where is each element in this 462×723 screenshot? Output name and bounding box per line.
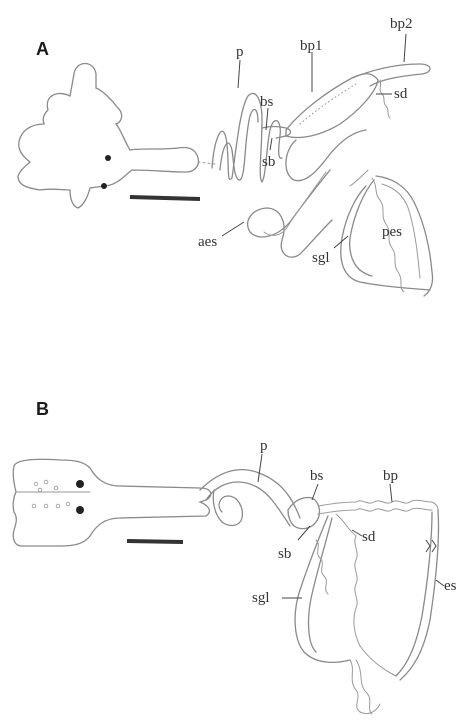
panel-b: B	[13, 399, 456, 714]
panel-b-es-tube	[400, 510, 439, 680]
panel-b-tail	[350, 660, 380, 714]
panel-b-label-sd: sd	[362, 529, 376, 545]
panel-a-eye-upper	[105, 155, 111, 161]
panel-a-leader-p	[238, 60, 240, 88]
panel-a-label-sgl: sgl	[312, 250, 330, 266]
panel-b-leader-es	[436, 580, 444, 586]
panel-b-scale-bar	[127, 541, 183, 542]
panel-b-letter: B	[36, 399, 49, 419]
panel-a-label-sd: sd	[394, 86, 408, 102]
panel-b-penis-loop	[213, 490, 242, 525]
panel-a-label-bp2: bp2	[390, 16, 413, 32]
panel-a-sgl-outer	[350, 180, 374, 276]
panel-b-leader-bs	[312, 484, 318, 500]
panel-b-tail-2	[356, 660, 372, 714]
panel-b-tail-join	[360, 646, 396, 676]
panel-b-es-tube-inner	[396, 512, 432, 676]
panel-a-penis-coil-inner	[220, 109, 258, 180]
panel-b-label-bp: bp	[383, 468, 398, 484]
panel-b-es-break-1	[426, 540, 430, 552]
panel-b-label-bs: bs	[310, 468, 324, 484]
panel-b-bp-duct-lower	[318, 508, 432, 514]
panel-b-eye-lower	[76, 506, 84, 514]
panel-a-label-sb: sb	[262, 154, 275, 170]
panel-a: A	[18, 16, 433, 296]
panel-b-leader-bp	[390, 484, 392, 502]
panel-a-leader-aes	[222, 222, 244, 236]
panel-a-aes-loop	[248, 170, 332, 257]
panel-b-leader-sd	[352, 530, 362, 536]
panel-b-sgl-wavy	[316, 540, 328, 594]
panel-a-prostate-bp1	[286, 74, 378, 138]
panel-a-eye-lower	[101, 183, 107, 189]
panel-b-sgl-right	[309, 518, 332, 652]
panel-b-sd-duct	[336, 514, 360, 646]
panel-b-sgl-left	[295, 516, 350, 662]
panel-a-bp2	[352, 64, 430, 86]
panel-a-leader-sb	[270, 138, 272, 150]
panel-b-es-break-2	[432, 540, 436, 552]
panel-a-aes-inner	[264, 172, 326, 235]
panel-a-label-pes: pes	[382, 224, 402, 240]
panel-b-label-sgl: sgl	[252, 590, 270, 606]
panel-a-label-aes: aes	[198, 234, 217, 250]
panel-b-leader-p	[258, 454, 262, 482]
panel-b-label-sb: sb	[278, 546, 291, 562]
panel-b-label-p: p	[260, 438, 268, 454]
panel-b-eye-upper	[76, 480, 84, 488]
panel-a-tube-joint	[350, 170, 368, 186]
panel-a-head	[18, 64, 199, 209]
panel-b-head	[13, 459, 211, 546]
panel-a-label-p: p	[236, 44, 244, 60]
panel-b-label-es: es	[444, 578, 457, 594]
panel-a-letter: A	[36, 39, 49, 59]
panel-a-label-bs: bs	[260, 94, 274, 110]
panel-a-sperm-duct	[380, 80, 390, 118]
panel-a-scale-bar	[130, 197, 200, 199]
panel-a-leader-bp2	[404, 34, 406, 62]
panel-a-label-bp1: bp1	[300, 38, 323, 54]
